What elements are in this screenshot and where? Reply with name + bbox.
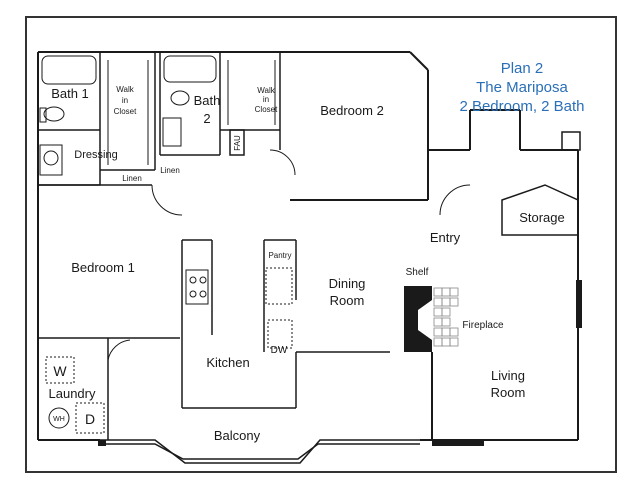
- fau-label: FAU: [233, 135, 242, 151]
- dryer-label: D: [85, 411, 95, 427]
- pantry-label: Pantry: [268, 251, 291, 260]
- kitchen-appliances: [185, 267, 293, 349]
- living-window: [576, 280, 582, 328]
- closet1-label-b: in: [122, 96, 128, 105]
- balcony-post-left: [98, 440, 106, 446]
- bath2-label-b: 2: [203, 111, 210, 126]
- closet1-label-c: Closet: [114, 107, 137, 116]
- living-label-b: Room: [491, 385, 526, 400]
- entry-label: Entry: [430, 230, 461, 245]
- living-label-a: Living: [491, 368, 525, 383]
- linen1-label: Linen: [122, 174, 142, 183]
- bedroom2-label: Bedroom 2: [320, 103, 384, 118]
- dining-label-a: Dining: [329, 276, 366, 291]
- dw-label: DW: [271, 345, 288, 356]
- laundry-label: Laundry: [49, 386, 96, 401]
- dressing-label: Dressing: [74, 149, 117, 161]
- closet2-label-b: in: [263, 95, 269, 104]
- plan-size: 2 Bedroom, 2 Bath: [459, 98, 584, 115]
- closet2-label-c: Closet: [255, 105, 278, 114]
- bath1-label: Bath 1: [51, 86, 89, 101]
- laundry-appliances: [45, 356, 105, 434]
- balcony-label: Balcony: [214, 428, 261, 443]
- balcony-outline: [100, 439, 420, 464]
- washer-label: W: [53, 363, 67, 379]
- dining-label-b: Room: [330, 293, 365, 308]
- bedroom1-label: Bedroom 1: [71, 260, 135, 275]
- interior-walls: [38, 52, 390, 440]
- bath2-label-a: Bath: [194, 93, 221, 108]
- fireplace-label: Fireplace: [462, 320, 504, 331]
- plan-frame: [25, 16, 617, 473]
- storage-label: Storage: [519, 210, 565, 225]
- balcony-post-right: [432, 440, 484, 446]
- closet-rods: [107, 60, 276, 165]
- bath-fixtures: [39, 55, 217, 176]
- shelf-label: Shelf: [406, 267, 429, 278]
- water-heater-label: WH: [53, 416, 65, 423]
- kitchen-label: Kitchen: [206, 355, 249, 370]
- storage-box: [501, 131, 581, 236]
- plan-number: Plan 2: [501, 60, 544, 77]
- closet1-label-a: Walk: [116, 85, 134, 94]
- door-swings: [107, 149, 471, 361]
- fireplace-block: [404, 286, 459, 352]
- plan-name: The Mariposa: [476, 79, 568, 96]
- linen2-label: Linen: [160, 166, 180, 175]
- closet2-label-a: Walk: [257, 86, 275, 95]
